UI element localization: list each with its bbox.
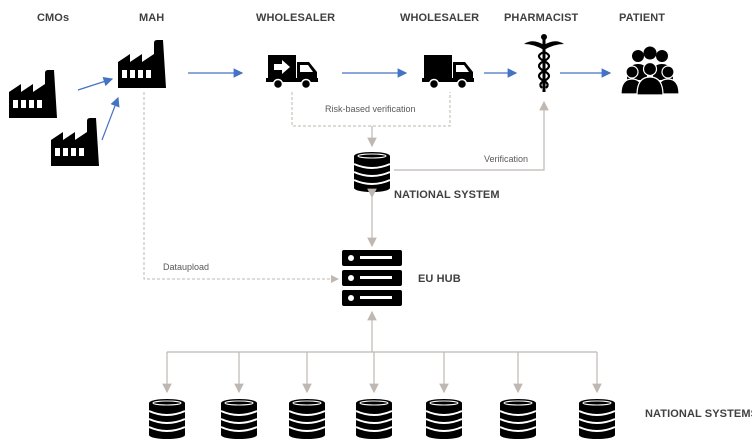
cmo-factory-icon-1 [9, 70, 57, 118]
caduceus-icon [524, 34, 564, 92]
verification-connector [394, 100, 549, 171]
header-cmos: CMOs [37, 12, 70, 24]
cmo-factory-icon-2 [51, 118, 99, 166]
header-pharmacist: PHARMACIST [504, 12, 579, 24]
server-icon [342, 250, 402, 306]
risk-based-verification-label: Risk-based verification [325, 104, 416, 114]
arrow-cmo1-to-mah [77, 77, 114, 91]
national-systems-database-icon-1 [148, 398, 186, 439]
header-wholesaler-2: WHOLESALER [400, 12, 480, 24]
national-systems-database-icon-6 [499, 398, 537, 439]
national-systems-database-icon-4 [355, 398, 393, 439]
arrow-cmo2-to-mah [101, 96, 120, 141]
national-systems-database-icon-2 [220, 398, 258, 439]
dataupload-connector [143, 92, 339, 283]
national-systems-database-icon-7 [578, 398, 616, 439]
national-systems-database-icon-3 [288, 398, 326, 439]
people-icon [620, 46, 680, 96]
verification-label: Verification [484, 154, 529, 164]
mah-factory-icon [118, 40, 166, 88]
eu-hub-label: EU HUB [418, 273, 461, 285]
national-system-label: NATIONAL SYSTEM [394, 189, 500, 201]
national-systems-database-icon-5 [425, 398, 463, 439]
header-mah: MAH [139, 12, 165, 24]
header-wholesaler-1: WHOLESALER [256, 12, 336, 24]
truck-icon-1 [266, 55, 318, 90]
truck-icon-2 [422, 55, 474, 90]
national-systems-label: NATIONAL SYSTEMS [645, 408, 752, 420]
risk-based-connector [291, 92, 451, 127]
header-patient: PATIENT [619, 12, 666, 24]
dataupload-label: Dataupload [163, 262, 210, 272]
hub-branch-links [162, 352, 602, 394]
national-system-database-icon [353, 151, 391, 193]
